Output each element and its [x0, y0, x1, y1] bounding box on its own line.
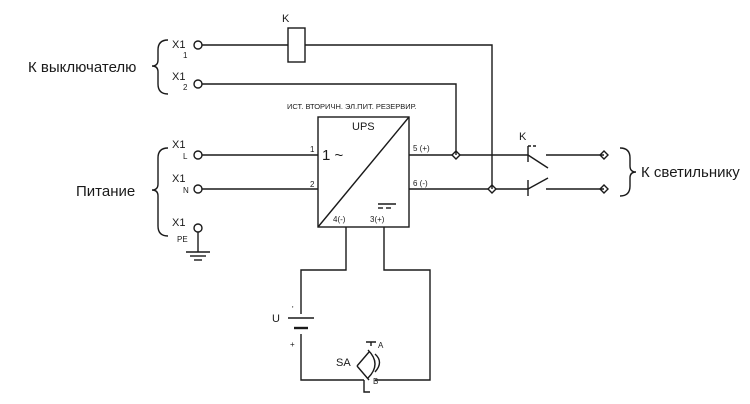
relay-coil	[287, 27, 306, 63]
label-to-switch: К выключателю	[28, 59, 136, 76]
terminal-x1-1: X1 1	[172, 39, 188, 60]
wire-switch-return	[202, 83, 457, 155]
lamp-terminal-1	[599, 150, 609, 160]
svg-text:X1: X1	[172, 217, 185, 229]
wire-battery-switch	[300, 334, 364, 381]
relay-contact-label: K	[519, 131, 527, 143]
terminal-x1-n: X1 N	[172, 173, 189, 195]
ups-pin-5: 5 (+)	[413, 144, 430, 153]
terminal-x1-2: X1 2	[172, 71, 188, 92]
svg-text:X1: X1	[172, 173, 185, 185]
ups-pin-3: 3(+)	[370, 215, 385, 224]
ground-icon	[186, 232, 210, 261]
ups-caption: ИСТ. ВТОРИЧН. ЭЛ.ПИТ. РЕЗЕРВИР.	[287, 102, 416, 111]
brace-switch	[151, 39, 169, 95]
brace-power	[151, 147, 169, 237]
ups-pin-1: 1	[310, 145, 315, 154]
lamp-terminal-2	[599, 184, 609, 194]
junction-5	[451, 150, 461, 160]
ups-pin-6: 6 (-)	[413, 179, 428, 188]
pushbutton-switch-icon	[356, 341, 381, 393]
battery-minus: '	[292, 305, 294, 314]
svg-text:2: 2	[183, 83, 188, 92]
terminal-x1-pe: X1 PE	[172, 217, 188, 244]
wire-pin3-switch	[375, 227, 431, 381]
ups-pin-4: 4(-)	[333, 215, 346, 224]
ups-box	[317, 116, 410, 228]
junction-6	[487, 184, 497, 194]
wire-pin4-battery	[300, 227, 347, 314]
terminal-circle-n	[193, 184, 203, 194]
terminal-circle-pe	[193, 223, 203, 233]
switch-contact-a: A	[378, 341, 384, 350]
terminal-circle-1	[193, 40, 203, 50]
battery-plus: +	[290, 340, 295, 349]
brace-lamp	[619, 147, 637, 197]
label-power: Питание	[76, 183, 135, 200]
svg-text:PE: PE	[177, 235, 188, 244]
terminal-x1-l: X1 L	[172, 139, 188, 161]
wire-coil	[202, 44, 493, 189]
svg-text:N: N	[183, 186, 189, 195]
svg-text:1: 1	[183, 51, 188, 60]
ups-diagonal	[317, 116, 410, 228]
relay-contacts	[527, 145, 604, 196]
terminal-circle-2	[193, 79, 203, 89]
svg-text:L: L	[183, 152, 188, 161]
switch-contact-b: B	[373, 377, 378, 386]
switch-label: SA	[336, 357, 351, 369]
battery-icon	[288, 317, 314, 330]
relay-coil-label: K	[282, 13, 290, 25]
terminal-circle-l	[193, 150, 203, 160]
ups-pin-2: 2	[310, 180, 315, 189]
label-to-lamp: К светильнику	[641, 164, 740, 181]
svg-text:X1: X1	[172, 139, 185, 151]
svg-text:X1: X1	[172, 71, 185, 83]
ups-name: UPS	[352, 121, 375, 133]
dc-symbol-icon	[378, 203, 396, 209]
battery-label: U	[272, 313, 280, 325]
ups-ac-symbol: 1 ~	[322, 147, 344, 164]
svg-text:X1: X1	[172, 39, 185, 51]
